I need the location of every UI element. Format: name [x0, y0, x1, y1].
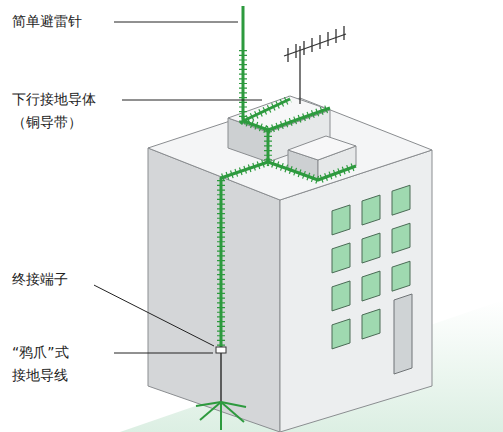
window — [392, 185, 410, 215]
window — [362, 309, 380, 339]
window — [332, 243, 350, 273]
ground-wire-label: “鸦爪”式 接地导线 — [10, 341, 114, 387]
crow-foot — [196, 402, 246, 430]
window — [332, 281, 350, 311]
down-conductor-label: 下行接地导体 （铜导带） — [10, 88, 122, 134]
ground-wire — [220, 353, 222, 402]
window — [362, 271, 380, 301]
copper-conductor — [221, 6, 356, 350]
door — [394, 294, 412, 374]
window — [362, 195, 380, 225]
window — [332, 205, 350, 235]
window — [392, 223, 410, 253]
window — [392, 261, 410, 291]
window — [332, 319, 350, 349]
lightning-rod-label: 简单避雷针 — [10, 10, 114, 33]
terminal-label: 终接端子 — [10, 268, 94, 291]
terminal — [216, 347, 226, 353]
antenna — [284, 26, 346, 104]
roof-box — [288, 136, 356, 160]
window — [362, 233, 380, 263]
leader-lines — [84, 22, 262, 353]
